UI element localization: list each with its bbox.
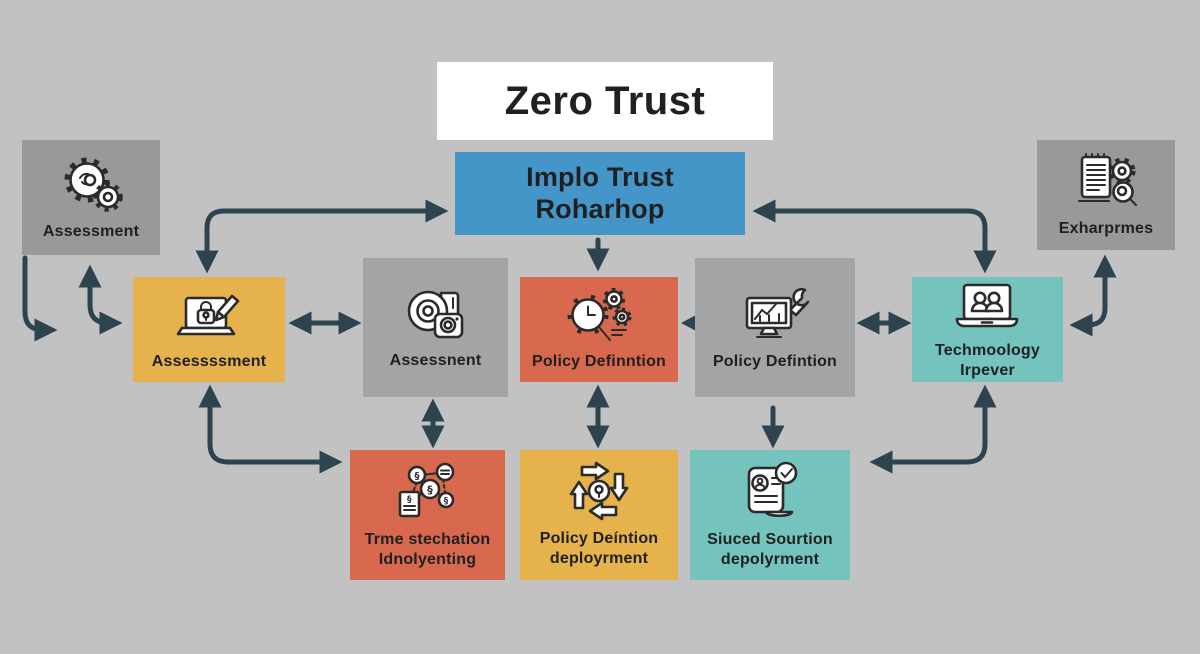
page-title: Zero Trust bbox=[504, 79, 706, 123]
node-policy-definition-red: Policy Definntion bbox=[520, 277, 678, 382]
node-solution-teal: Siuced Sourtion depolyrment bbox=[690, 450, 850, 580]
document-gear-magnifier-icon bbox=[1078, 153, 1137, 206]
node-label: Exharprmes bbox=[1058, 220, 1154, 237]
camera-disc-icon bbox=[407, 290, 463, 338]
svg-text:§: § bbox=[427, 484, 433, 497]
node-assessment-left: Assessment bbox=[22, 140, 160, 255]
node-label: Siuced Sourtion depolyrment bbox=[707, 531, 833, 568]
laptop-lock-pencil-icon bbox=[176, 294, 240, 335]
svg-text:§: § bbox=[443, 497, 448, 507]
node-policy-definition-gray: Policy Defintion bbox=[695, 258, 855, 397]
node-label: Trme stechation Idnolyenting bbox=[364, 531, 491, 568]
node-main-label: Implo Trust Roharhop bbox=[526, 162, 674, 224]
arrow-teal-to-solution-elbow bbox=[869, 384, 997, 474]
node-label: Policy Deíntion deployrment bbox=[539, 530, 659, 567]
node-label: Techmoology Irpever bbox=[934, 341, 1041, 379]
node-label: Assessnent bbox=[389, 351, 482, 369]
node-assessment-gray: Assessnent bbox=[363, 258, 508, 397]
node-assessment-yellow: Assessssment bbox=[133, 277, 285, 382]
arrow-enterprise-to-teal-elbow bbox=[1069, 254, 1117, 337]
arrow-yellow-to-integration-elbow bbox=[198, 384, 343, 474]
magnifier-clock-gears-icon bbox=[567, 287, 632, 341]
network-nodes-icon: § § § § bbox=[398, 462, 454, 518]
monitor-chart-wrench-icon bbox=[745, 287, 810, 338]
node-label: Assessssment bbox=[151, 352, 267, 370]
svg-text:§: § bbox=[414, 471, 419, 482]
diagram-title-box: Zero Trust bbox=[437, 62, 773, 140]
arrow-assessment-to-yellow bbox=[78, 264, 123, 335]
gears-icon bbox=[64, 157, 123, 212]
node-integration-red: § § § § Trme stechation Idnolyenting bbox=[350, 450, 505, 580]
document-person-check-icon bbox=[747, 461, 798, 518]
node-label: Policy Defintion bbox=[712, 352, 838, 370]
node-enterprise-right: Exharprmes bbox=[1037, 140, 1175, 250]
laptop-people-icon bbox=[955, 283, 1018, 327]
node-label: Assessment bbox=[42, 222, 140, 240]
node-label: Policy Definntion bbox=[531, 352, 667, 370]
node-main: Implo Trust Roharhop bbox=[455, 152, 745, 235]
node-deployment-yellow: Policy Deíntion deployrment bbox=[520, 450, 678, 580]
node-technology-teal: Techmoology Irpever bbox=[912, 277, 1063, 382]
circular-arrows-icon bbox=[569, 461, 629, 521]
svg-text:§: § bbox=[407, 495, 412, 505]
arrow-left-edge-curl bbox=[22, 255, 58, 342]
